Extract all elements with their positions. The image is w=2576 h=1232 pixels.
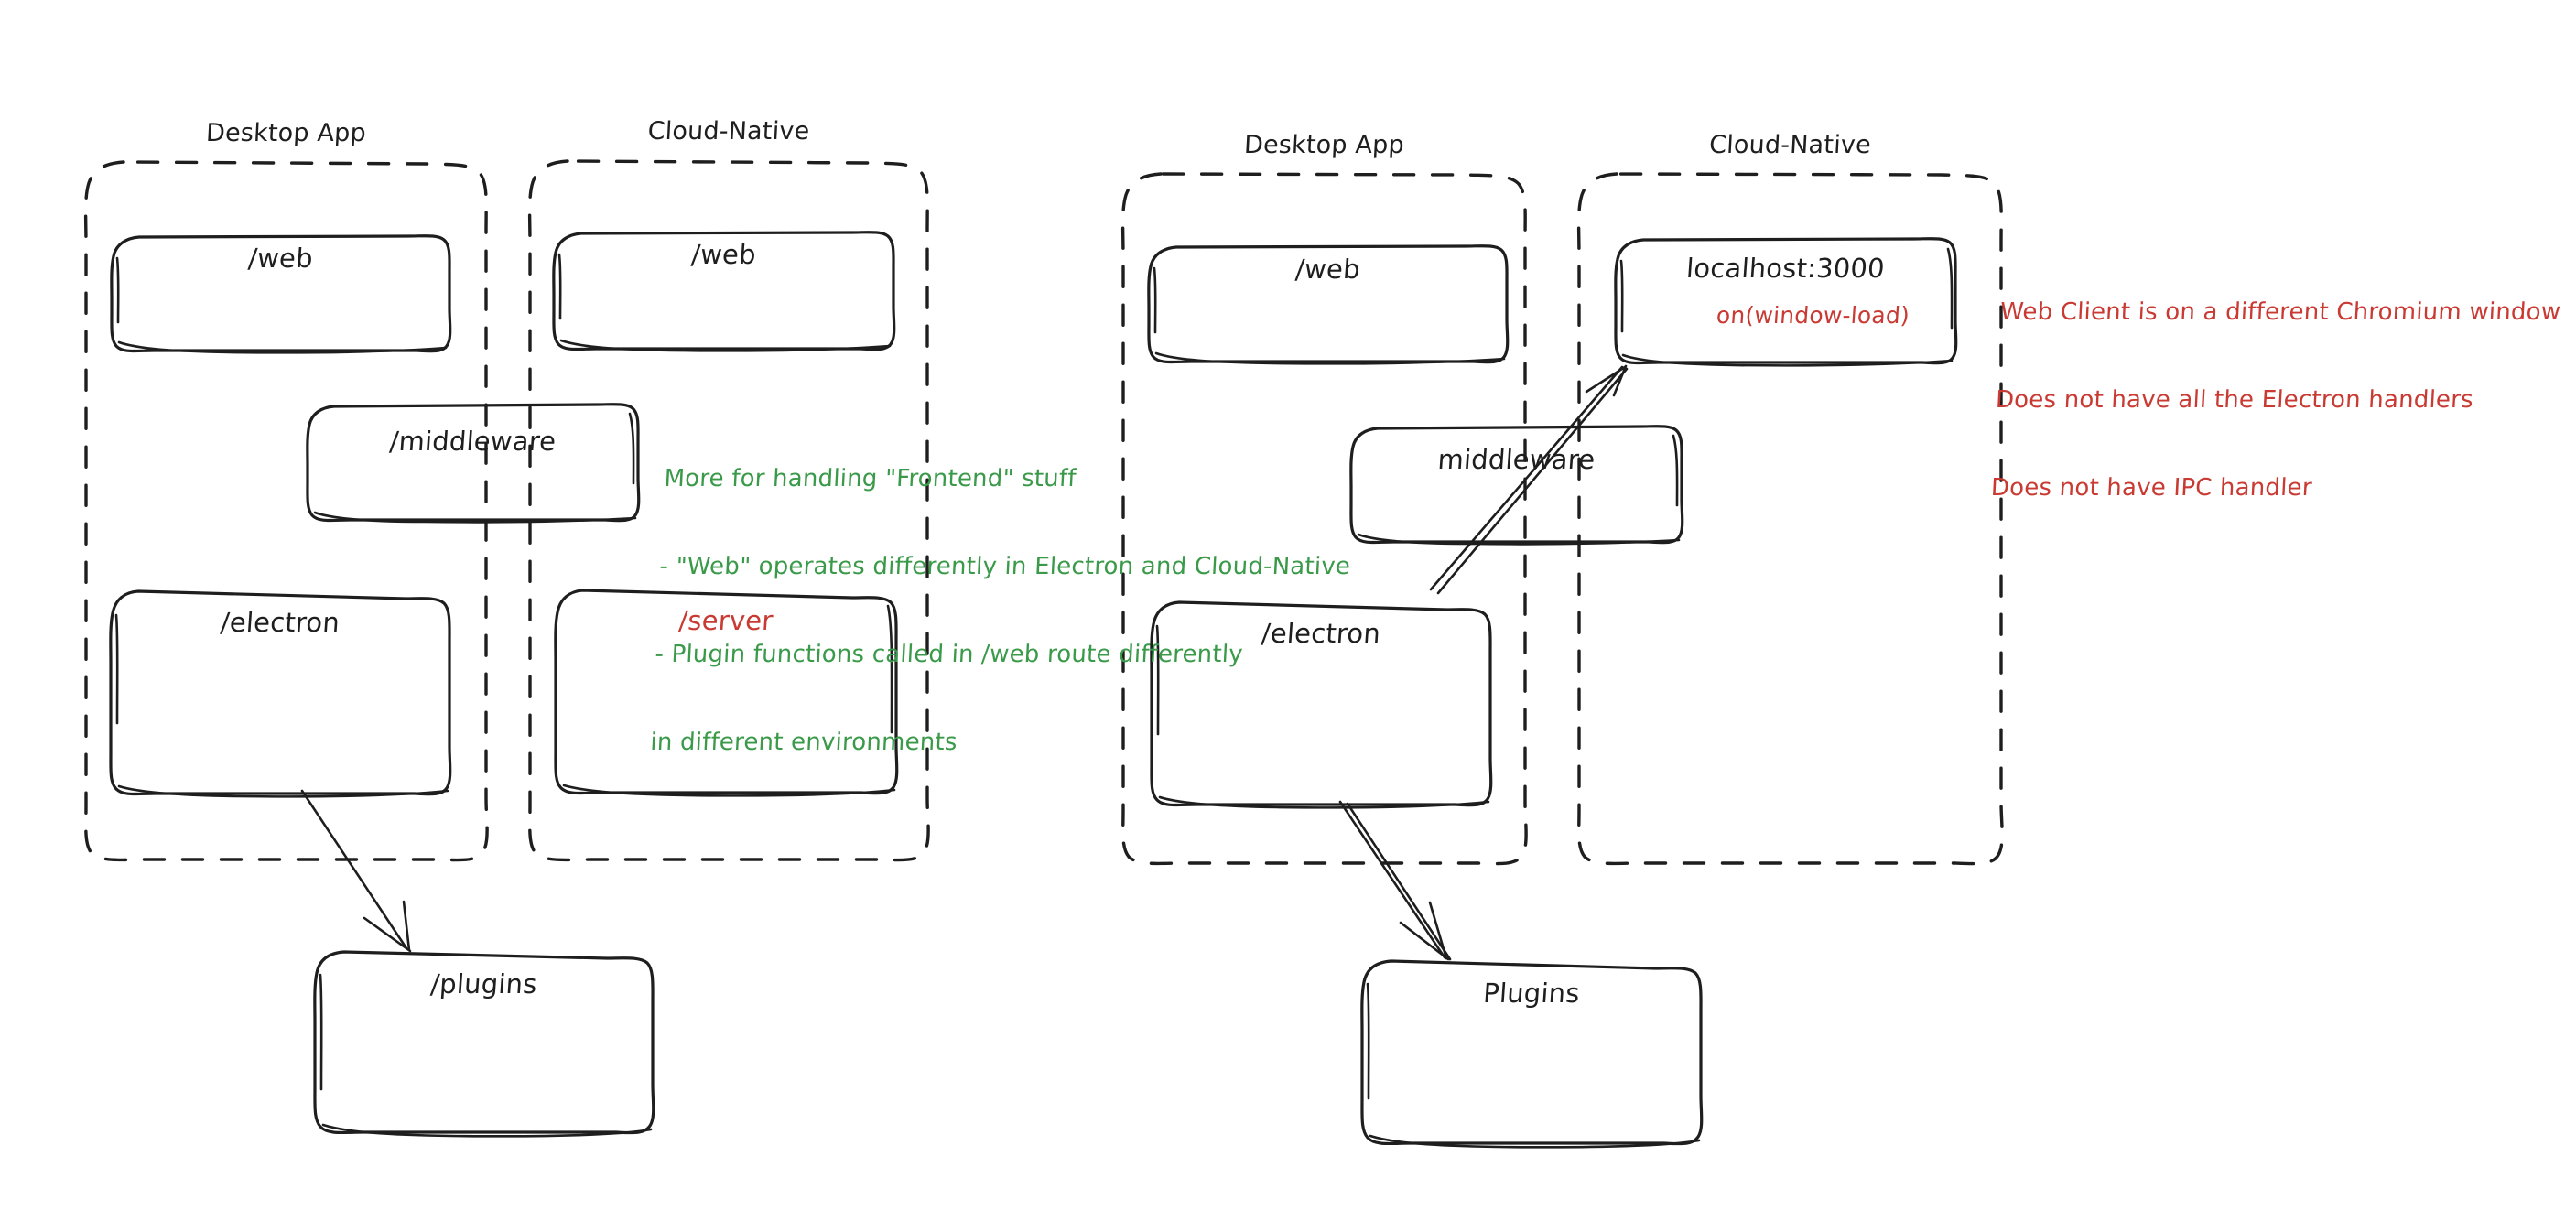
green-annotation-note: More for handling "Frontend" stuff - "We…: [646, 405, 1358, 816]
red-note-line-2: Does not have all the Electron handlers: [1995, 386, 2474, 414]
right-desktop-app-title: Desktop App: [1243, 131, 1405, 159]
red-note-line-3: Does not have IPC handler: [1990, 474, 2313, 502]
green-note-line-4: in different environments: [649, 729, 958, 756]
left-plugins-label: /plugins: [429, 968, 538, 1000]
left-desktop-app-title: Desktop App: [205, 119, 367, 147]
right-middleware-box[interactable]: [1349, 425, 1684, 546]
right-electron-box[interactable]: [1150, 600, 1493, 809]
right-desktop-web-label: /web: [1294, 254, 1361, 285]
left-electron-box[interactable]: [109, 589, 452, 798]
left-middleware-box[interactable]: [306, 403, 641, 524]
green-note-line-1: More for handling "Frontend" stuff: [663, 465, 1077, 492]
right-cloud-native-title: Cloud-Native: [1708, 131, 1872, 159]
left-electron-to-plugins-arrow: [300, 789, 412, 953]
right-localhost-sublabel: on(window-load): [1716, 302, 1910, 329]
red-note-line-1: Web Client is on a different Chromium wi…: [1999, 298, 2561, 326]
left-electron-label: /electron: [219, 607, 341, 638]
left-middleware-label: /middleware: [388, 426, 557, 457]
right-desktop-web-box[interactable]: [1147, 244, 1510, 365]
left-cloud-web-label: /web: [690, 239, 757, 270]
left-server-box[interactable]: [554, 589, 899, 797]
right-middleware-label: middleware: [1436, 444, 1596, 475]
left-cloud-web-box[interactable]: [552, 231, 896, 352]
left-plugins-box[interactable]: [313, 950, 655, 1138]
left-desktop-web-label: /web: [247, 243, 314, 274]
right-localhost-box[interactable]: [1614, 237, 1958, 367]
green-note-line-2: - "Web" operates differently in Electron…: [658, 553, 1351, 580]
left-desktop-app-container[interactable]: [83, 160, 489, 862]
right-plugins-label: Plugins: [1482, 978, 1581, 1009]
right-electron-to-localhost-arrow: [1429, 364, 1629, 595]
right-plugins-box[interactable]: [1360, 959, 1704, 1149]
left-cloud-native-container[interactable]: [527, 159, 930, 862]
right-cloud-native-container[interactable]: [1576, 172, 2004, 866]
right-electron-label: /electron: [1260, 618, 1382, 649]
left-desktop-web-box[interactable]: [110, 234, 452, 354]
red-annotation-note: Web Client is on a different Chromium wi…: [1987, 239, 2565, 561]
left-cloud-native-title: Cloud-Native: [646, 117, 811, 146]
right-localhost-label: localhost:3000: [1685, 253, 1886, 284]
right-electron-to-plugins-arrow: [1338, 800, 1452, 961]
